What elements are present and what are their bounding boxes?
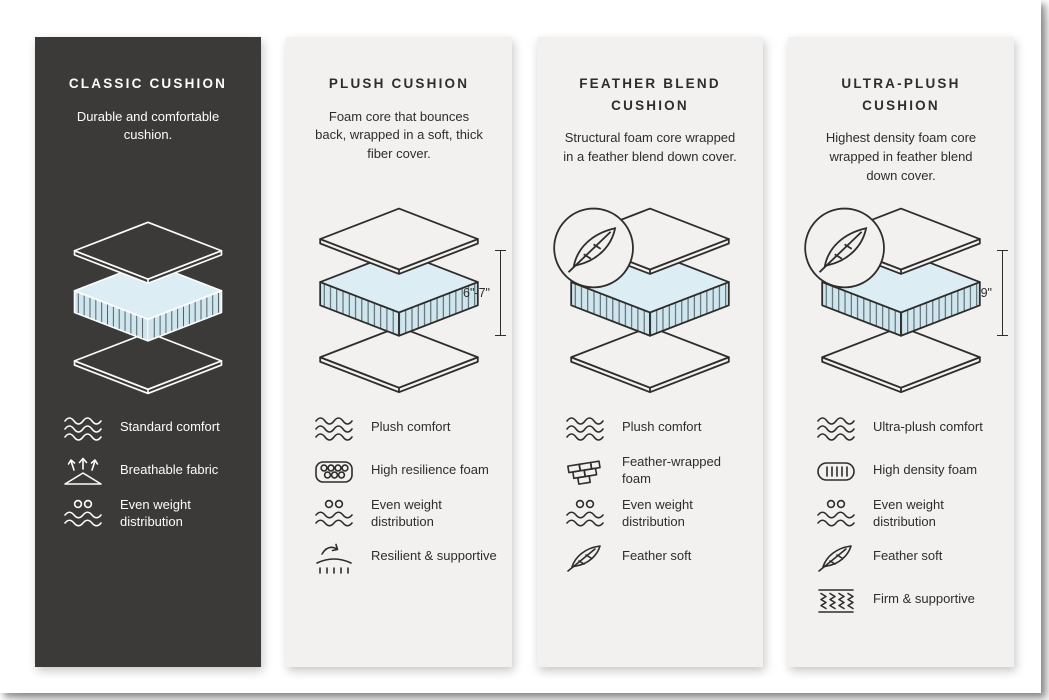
- card-description: Foam core that bounces back, wrapped in …: [315, 108, 483, 162]
- feature-item: Resilient & supportive: [312, 538, 498, 575]
- card-ultra-plush-cushion: ULTRA-PLUSH CUSHION Highest density foam…: [788, 37, 1014, 667]
- feature-item: Plush comfort: [312, 409, 498, 446]
- cushion-layers-illustration: [553, 207, 730, 394]
- cushion-layers-illustration: [73, 221, 223, 395]
- feather-badge-icon: [553, 207, 634, 289]
- feature-list: Plush comfort High resilience foam Even …: [312, 409, 498, 581]
- card-title: FEATHER BLEND CUSHION: [579, 76, 721, 113]
- card-description: Structural foam core wrapped in a feathe…: [563, 130, 737, 165]
- feature-item: Firm & supportive: [814, 581, 1000, 618]
- comfort-waves-icon: [563, 410, 607, 446]
- resilient-arrow-icon: [312, 539, 356, 575]
- feature-label: Even weight distribution: [873, 497, 944, 529]
- height-measurement: 6"-7": [463, 250, 506, 336]
- cushion-illustration: [35, 219, 261, 419]
- breathable-fabric-icon: [61, 453, 105, 489]
- feature-item: Even weight distribution: [61, 495, 247, 532]
- feature-label: Ultra-plush comfort: [873, 419, 983, 435]
- cushion-illustration: 9": [788, 205, 1014, 405]
- feature-item: High resilience foam: [312, 452, 498, 489]
- even-weight-icon: [61, 496, 105, 532]
- card-description: Durable and comfortable cushion.: [76, 108, 220, 143]
- feature-item: Ultra-plush comfort: [814, 409, 1000, 446]
- feather-badge-icon: [804, 207, 885, 289]
- feature-list: Plush comfort Feather-wrapped foam Even …: [563, 409, 749, 581]
- feature-label: High resilience foam: [371, 462, 489, 478]
- feather-icon: [563, 539, 607, 575]
- feature-item: Even weight distribution: [312, 495, 498, 532]
- feature-label: Firm & supportive: [873, 591, 975, 607]
- card-title: PLUSH CUSHION: [328, 76, 470, 91]
- cushion-comparison: CLASSIC CUSHION Durable and comfortable …: [35, 37, 1014, 667]
- feature-label: Even weight distribution: [120, 497, 191, 529]
- feature-list: Ultra-plush comfort High density foam Ev…: [814, 409, 1000, 624]
- comfort-waves-icon: [814, 410, 858, 446]
- measurement-value: 9": [980, 286, 992, 300]
- height-measurement: 9": [981, 250, 1008, 336]
- cushion-layers-illustration: [319, 207, 479, 394]
- feature-list: Standard comfort Breathable fabric Even …: [61, 409, 247, 538]
- feature-label: High density foam: [873, 462, 978, 478]
- feature-item: Breathable fabric: [61, 452, 247, 489]
- foam-bricks-icon: [563, 453, 607, 489]
- feature-item: Feather soft: [563, 538, 749, 575]
- feature-label: Feather soft: [622, 548, 692, 564]
- comfort-waves-icon: [312, 410, 356, 446]
- card-feather-blend-cushion: FEATHER BLEND CUSHION Structural foam co…: [537, 37, 763, 667]
- card-title: CLASSIC CUSHION: [68, 76, 228, 91]
- feature-label: Feather-wrapped foam: [622, 454, 721, 486]
- feature-label: Even weight distribution: [371, 497, 442, 529]
- cushion-illustration: [537, 205, 763, 405]
- feature-item: Standard comfort: [61, 409, 247, 446]
- foam-bubbles-icon: [312, 453, 356, 489]
- feature-item: Plush comfort: [563, 409, 749, 446]
- measurement-bracket: [494, 250, 506, 336]
- feature-item: Even weight distribution: [563, 495, 749, 532]
- card-description: Highest density foam core wrapped in fea…: [825, 130, 977, 183]
- cushion-layers-illustration: [804, 207, 981, 394]
- feature-item: Feather soft: [814, 538, 1000, 575]
- feature-label: Plush comfort: [371, 419, 451, 435]
- springs-icon: [814, 582, 858, 618]
- feather-icon: [814, 539, 858, 575]
- feature-label: Feather soft: [873, 548, 943, 564]
- measurement-value: 6"-7": [463, 286, 490, 300]
- feature-label: Resilient & supportive: [371, 548, 497, 564]
- card-plush-cushion: PLUSH CUSHION Foam core that bounces bac…: [286, 37, 512, 667]
- high-density-foam-icon: [814, 453, 858, 489]
- even-weight-icon: [563, 496, 607, 532]
- feature-item: Feather-wrapped foam: [563, 452, 749, 489]
- feature-item: High density foam: [814, 452, 1000, 489]
- card-title: ULTRA-PLUSH CUSHION: [841, 76, 961, 113]
- measurement-bracket: [996, 250, 1008, 336]
- feature-label: Even weight distribution: [622, 497, 693, 529]
- feature-label: Plush comfort: [622, 419, 702, 435]
- comfort-waves-icon: [61, 410, 105, 446]
- even-weight-icon: [312, 496, 356, 532]
- feature-label: Breathable fabric: [120, 462, 219, 478]
- feature-item: Even weight distribution: [814, 495, 1000, 532]
- feature-label: Standard comfort: [120, 419, 220, 435]
- even-weight-icon: [814, 496, 858, 532]
- cushion-illustration: 6"-7": [286, 205, 512, 405]
- card-classic-cushion: CLASSIC CUSHION Durable and comfortable …: [35, 37, 261, 667]
